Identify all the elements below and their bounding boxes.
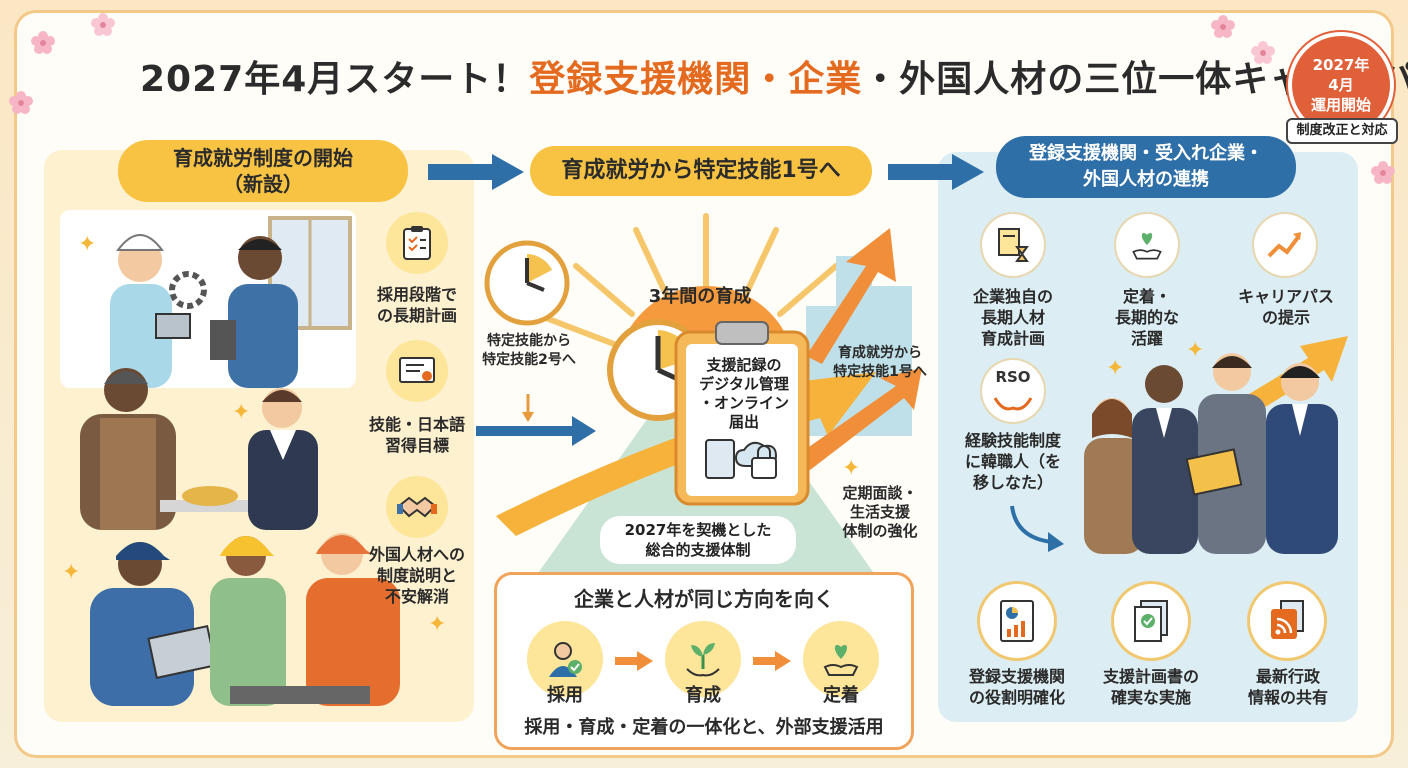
- left-item-icon-circle: [386, 212, 448, 274]
- plan-docs-icon: [1134, 600, 1168, 642]
- step-circle: [527, 621, 603, 697]
- clipboard-label: 支援記録の デジタル管理 ・オンライン届出: [698, 356, 789, 431]
- right-bottom-icon-card: [980, 584, 1054, 658]
- step-label: 採用: [547, 685, 583, 706]
- right-item-label: 定着・ 長期的な 活躍: [1114, 287, 1179, 348]
- right-item-label: 企業独自の 長期人材 育成計画: [972, 287, 1053, 348]
- step-circle: [665, 621, 741, 697]
- clipboard-icon: [403, 226, 431, 260]
- alignment-box: 企業と人材が同じ方向を向く 採用 育成 定着 採用・育成・定着の一体化と、外部支…: [494, 572, 914, 750]
- right-bottom-icon-card: [1250, 584, 1324, 658]
- heart-hand-icon: [823, 644, 859, 676]
- business-team-illustration: [1084, 336, 1348, 554]
- right-item-icon-circle: [1254, 214, 1316, 276]
- sakura-icon: [1251, 41, 1275, 64]
- sparkle-icon: ✦: [1186, 338, 1205, 363]
- title-prefix: 2027年4月スタート！: [140, 59, 530, 100]
- sakura-icon: [9, 91, 33, 114]
- badge-line3: 運用開始: [1310, 96, 1371, 114]
- kitchen-scene-illustration: [80, 368, 318, 530]
- right-bottom-label: 支援計画書の 確実な実施: [1102, 667, 1199, 707]
- arrow-right-icon: [615, 651, 653, 671]
- alignment-title: 企業と人材が同じ方向を向く: [574, 587, 834, 611]
- page-title: 2027年4月スタート！登録支援機関・企業・外国人材の三位一体キャリアパス: [140, 50, 1408, 110]
- rso-icon: RSO: [995, 368, 1031, 386]
- interview-caption: 定期面談・ 生活支援 体制の強化: [842, 484, 918, 540]
- heart-hand-icon: [1132, 233, 1162, 260]
- curved-arrow-icon: [1010, 505, 1064, 552]
- factory-scene-illustration: [90, 533, 400, 706]
- recruit-icon: [549, 642, 582, 677]
- step-circle: [803, 621, 879, 697]
- clock-caption: 特定技能から 特定技能2号へ: [482, 333, 576, 368]
- growth-arrow-icon: [1267, 232, 1301, 258]
- alignment-caption: 採用・育成・定着の一体化と、外部支援活用: [524, 717, 884, 738]
- sparkle-icon: ✦: [62, 560, 81, 585]
- certificate-icon: [399, 357, 435, 383]
- support-system-tag: 2027年を契機とした 総合的支援体制: [600, 516, 796, 564]
- sakura-icon: [1371, 161, 1395, 184]
- badge-line2: 4月: [1328, 76, 1354, 94]
- digital-clipboard-illustration: [674, 321, 810, 506]
- right-item-icon-circle: [1116, 214, 1178, 276]
- sakura-icon: [1211, 15, 1235, 38]
- handshake-icon: [397, 496, 437, 518]
- left-item-icon-circle: [386, 340, 448, 402]
- right-bottom-label: 登録支援機関 の役割明確化: [968, 667, 1065, 707]
- arrow-caption: 育成就労から 特定技能1号へ: [833, 345, 927, 380]
- header-center: 育成就労から特定技能1号へ: [530, 146, 872, 196]
- sparkle-icon: ✦: [842, 456, 861, 481]
- small-clock-icon: [484, 240, 570, 326]
- arrow-right-icon: [888, 154, 984, 190]
- rso-label: 経験技能制度 に韓職人（を 移しなた）: [964, 431, 1061, 492]
- launch-badge: 2027年 4月 運用開始: [1292, 36, 1390, 134]
- rss-docs-icon: [1271, 600, 1304, 639]
- sprout-icon: [686, 643, 720, 677]
- arrow-right-icon: [428, 154, 524, 190]
- right-bottom-icon-card: [1114, 584, 1188, 658]
- hands-icon: [993, 397, 1033, 411]
- sparkle-icon: ✦: [1106, 356, 1125, 381]
- title-highlight: 登録支援機関・企業: [529, 59, 863, 100]
- sakura-icon: [91, 13, 115, 36]
- right-bottom-label: 最新行政 情報の共有: [1247, 667, 1328, 707]
- header-left: 育成就労制度の開始 （新設）: [118, 140, 408, 202]
- sakura-icon: [31, 31, 55, 54]
- nurse-scene-illustration: [60, 210, 356, 388]
- sparkle-icon: ✦: [232, 400, 251, 425]
- right-item-icon-circle: [982, 214, 1044, 276]
- left-item-icon-circle: [386, 476, 448, 538]
- badge-subtitle: 制度改正と対応: [1286, 118, 1398, 144]
- sun-label: 3年間の育成: [648, 286, 752, 307]
- left-item-label: 採用段階で の長期計画: [376, 285, 457, 325]
- rso-icon-circle: RSO: [982, 360, 1044, 422]
- document-hourglass-icon: [998, 228, 1029, 262]
- step-label: 育成: [685, 685, 721, 706]
- step-label: 定着: [823, 685, 859, 706]
- badge-line1: 2027年: [1312, 56, 1370, 74]
- right-item-label: キャリアパス の提示: [1238, 287, 1334, 327]
- left-item-label: 外国人材への 制度説明と 不安解消: [368, 545, 465, 606]
- sparkle-icon: ✦: [78, 232, 97, 257]
- header-right: 登録支援機関・受入れ企業・ 外国人材の連携: [996, 136, 1296, 198]
- report-icon: [1000, 600, 1034, 642]
- left-item-label: 技能・日本語 習得目標: [368, 415, 465, 455]
- arrow-right-icon: [753, 651, 791, 671]
- sparkle-icon: ✦: [428, 612, 447, 637]
